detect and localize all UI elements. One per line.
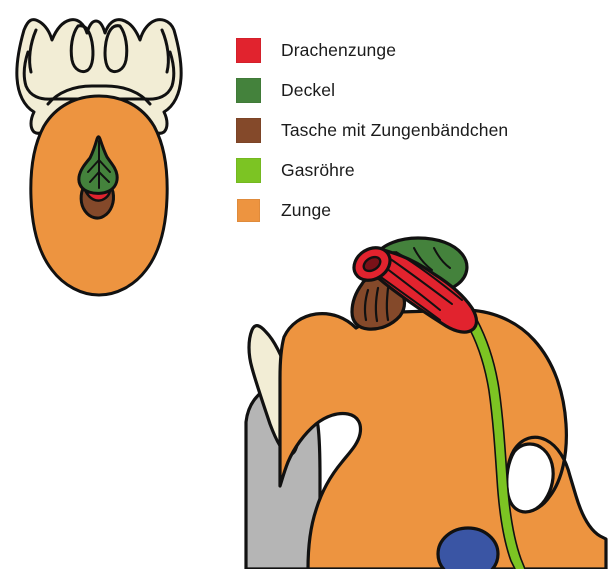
incisor-right <box>103 24 129 74</box>
frenulum-lines <box>363 286 390 323</box>
lid-veins <box>87 140 111 189</box>
gland-organ <box>436 526 500 569</box>
legend-label-gasroehre: Gasröhre <box>281 159 355 180</box>
legend-label-deckel: Deckel <box>281 79 336 100</box>
legend-label-zunge: Zunge <box>281 199 332 220</box>
fang-left-outline <box>28 28 38 74</box>
tongue-body <box>278 308 608 569</box>
legend-label-drachenzunge: Drachenzunge <box>281 39 397 60</box>
palate-front-ridge <box>46 84 152 106</box>
tongue-opening-hole <box>362 255 382 273</box>
fang-right-outline <box>160 28 170 74</box>
gas-tube-outline-right <box>476 319 526 569</box>
gas-tube-outline-left <box>466 323 516 569</box>
legend-item-tasche: Tasche mit Zungenbändchen <box>236 110 596 150</box>
legend-swatch-gasroehre <box>236 157 261 183</box>
incisor-left <box>69 24 95 74</box>
gas-tube-gasroehre <box>466 316 526 569</box>
dragon-head-sagittal-section <box>244 236 608 569</box>
dragon-mouth-top-view <box>15 18 183 297</box>
legend: Drachenzunge Deckel Tasche mit Zungenbän… <box>236 30 596 230</box>
legend-swatch-deckel <box>236 77 261 103</box>
legend-swatch-zunge <box>237 198 260 222</box>
legend-label-tasche: Tasche mit Zungenbändchen <box>281 119 509 140</box>
legend-item-gasroehre: Gasröhre <box>236 150 596 190</box>
legend-item-zunge: Zunge <box>236 190 596 230</box>
legend-item-deckel: Deckel <box>236 70 596 110</box>
legend-item-drachenzunge: Drachenzunge <box>236 30 596 70</box>
legend-swatch-drachenzunge <box>236 37 261 63</box>
legend-swatch-tasche <box>236 117 261 143</box>
